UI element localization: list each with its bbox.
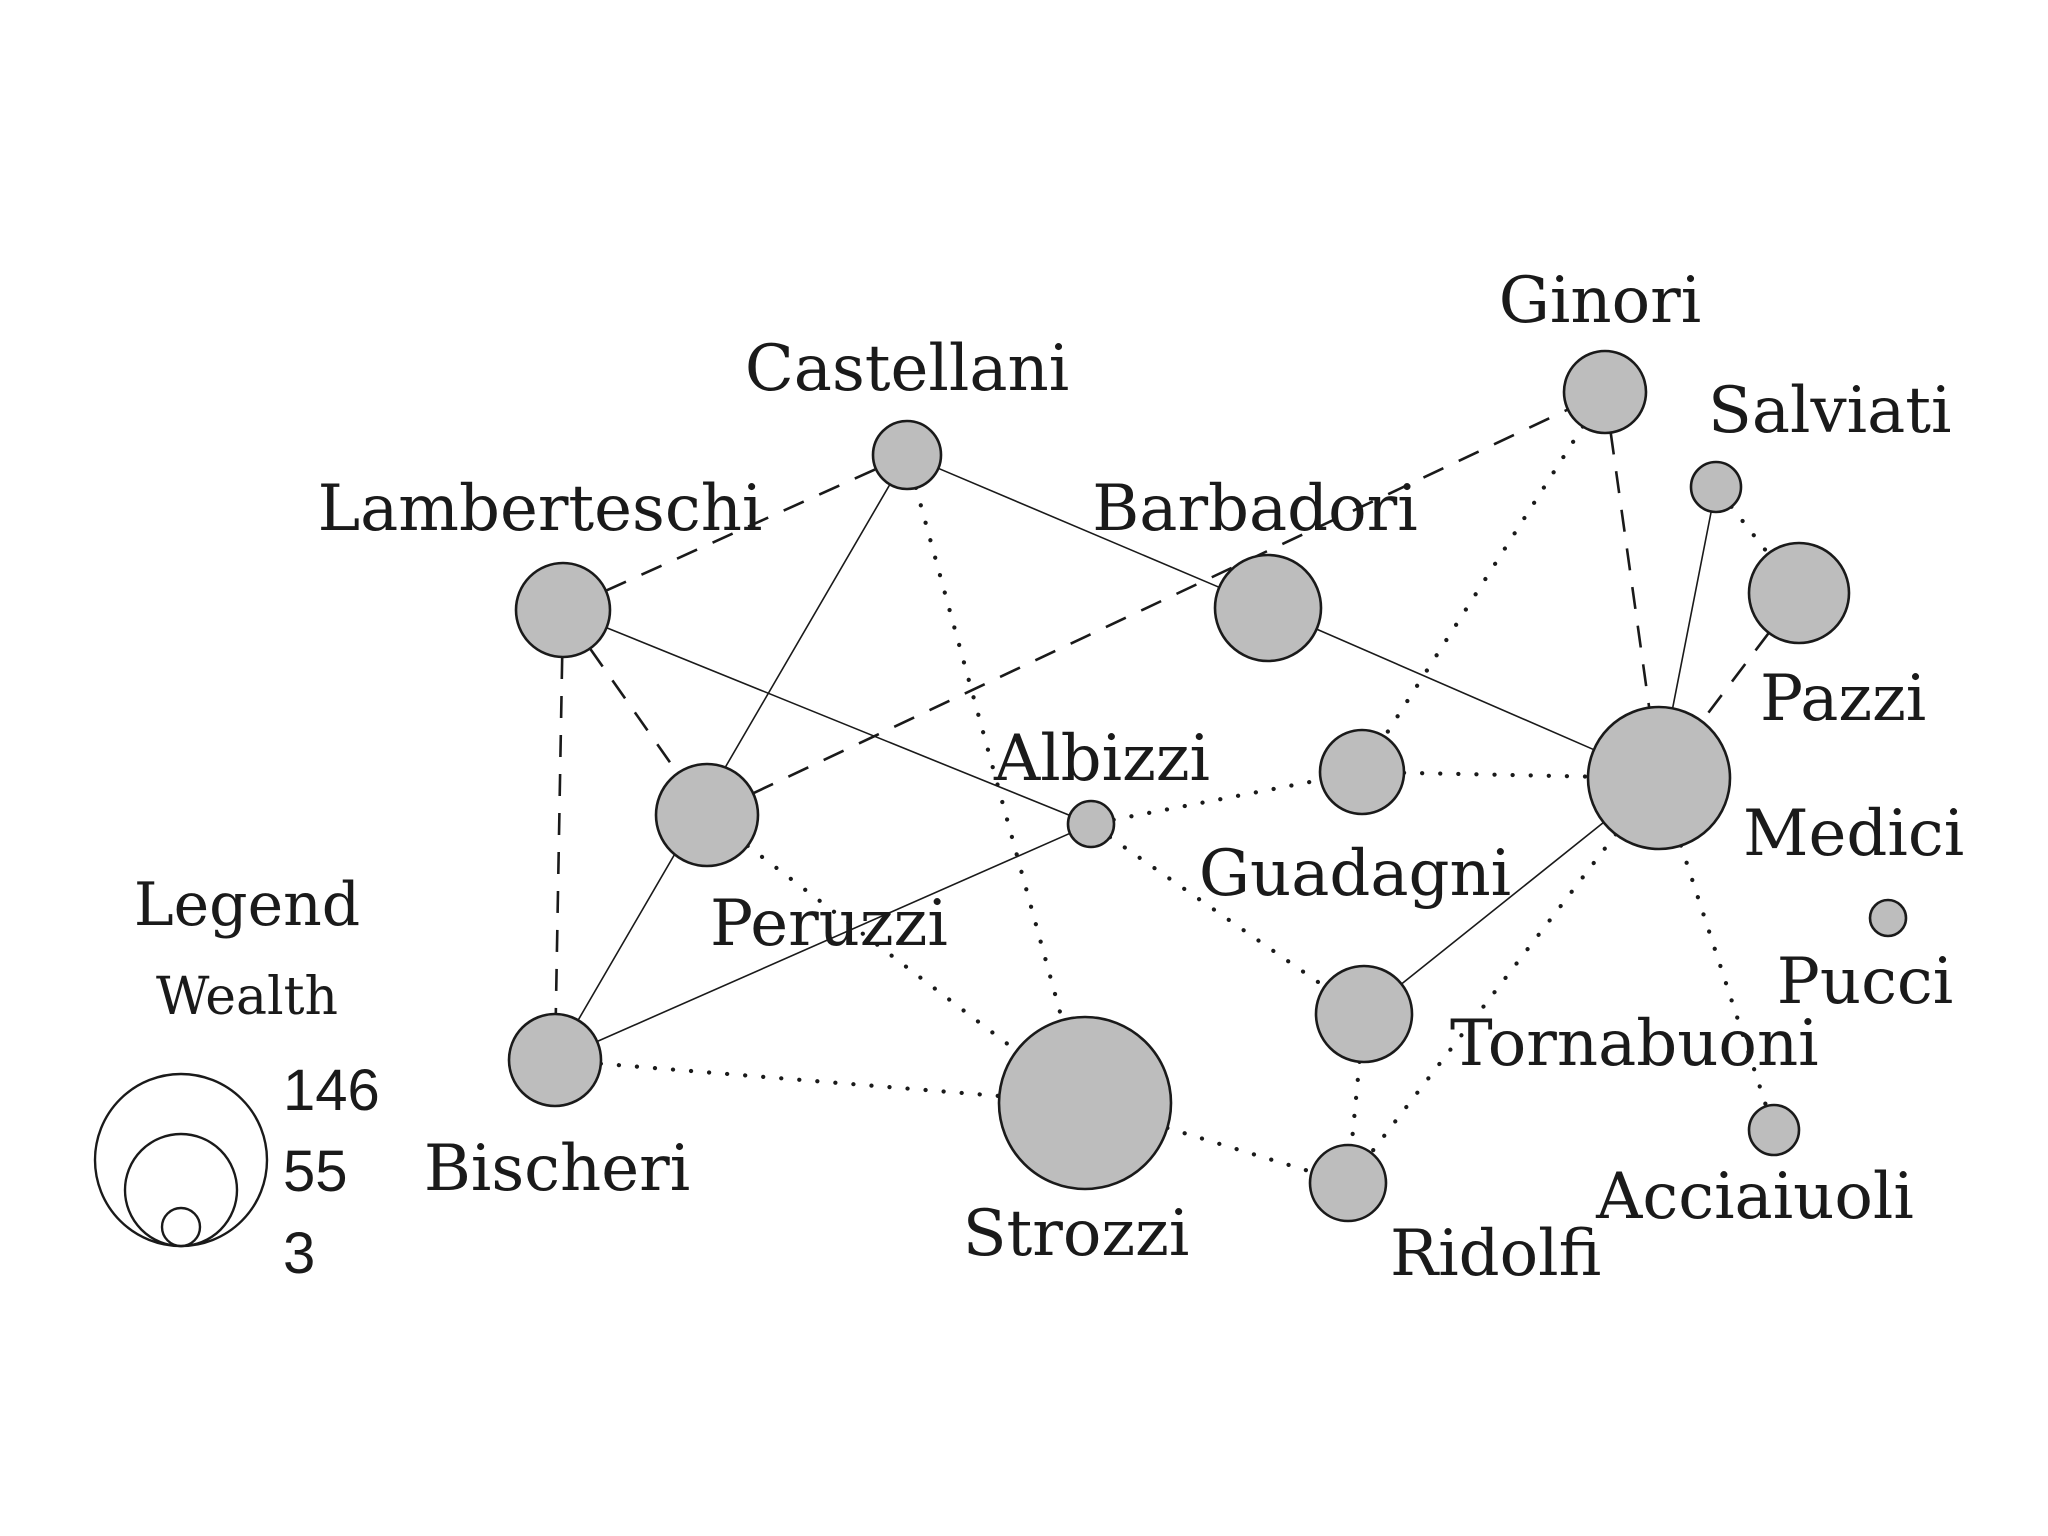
node-albizzi (1066, 799, 1116, 849)
node-label-barbadori: Barbadori (1092, 472, 1417, 546)
edges (554, 408, 1771, 1175)
legend-subtitle: Wealth (156, 967, 338, 1027)
node-ginori (1562, 349, 1648, 435)
node-label-ginori: Ginori (1499, 264, 1701, 338)
edge-bischeri-strozzi (598, 1061, 1002, 1099)
edge-castellani-barbadori (937, 467, 1220, 589)
node-pucci (1868, 898, 1908, 938)
edge-barbadori-medici (1315, 628, 1595, 751)
node-bischeri (507, 1012, 603, 1108)
node-label-strozzi: Strozzi (963, 1197, 1190, 1271)
node-barbadori (1213, 553, 1323, 663)
edge-salviati-medici (1671, 510, 1712, 710)
node-label-albizzi: Albizzi (993, 722, 1210, 796)
edge-albizzi-bischeri (596, 832, 1071, 1043)
edge-ginori-medici (1609, 432, 1651, 708)
node-ridolfi (1308, 1143, 1388, 1223)
node-label-bischeri: Bischeri (424, 1132, 690, 1206)
node-pazzi (1747, 541, 1851, 645)
node-castellani (871, 419, 943, 491)
node-lamberteschi (514, 561, 612, 659)
edge-lamberteschi-castellani (605, 467, 877, 592)
node-medici (1586, 705, 1732, 851)
nodes (507, 349, 1908, 1223)
node-label-medici: Medici (1743, 797, 1964, 871)
edge-guadagni-medici (1401, 770, 1591, 779)
node-strozzi (997, 1015, 1173, 1191)
node-guadagni (1318, 728, 1406, 816)
edge-lamberteschi-bischeri (554, 656, 564, 1015)
node-acciaiuoli (1747, 1103, 1801, 1157)
node-label-peruzzi: Peruzzi (710, 887, 948, 961)
edge-castellani-strozzi (913, 485, 1065, 1023)
node-label-acciaiuoli: Acciaiuoli (1595, 1160, 1914, 1234)
edge-albizzi-tornabuoni (1107, 834, 1327, 989)
node-label-pucci: Pucci (1777, 945, 1953, 1019)
node-label-lamberteschi: Lamberteschi (318, 472, 763, 546)
edge-lamberteschi-albizzi (605, 626, 1071, 817)
node-label-pazzi: Pazzi (1760, 662, 1926, 736)
legend-value-large: 146 (283, 1058, 380, 1123)
legend: Legend Wealth 146 55 3 (93, 870, 380, 1286)
node-salviati (1689, 460, 1743, 514)
edge-salviati-pazzi (1729, 504, 1771, 556)
edge-pazzi-medici (1700, 632, 1770, 723)
edge-tornabuoni-ridolfi (1349, 1059, 1362, 1148)
edge-peruzzi-strozzi (745, 843, 1019, 1054)
edge-medici-ridolfi (1368, 832, 1618, 1156)
edge-castellani-bischeri (577, 483, 891, 1022)
node-tornabuoni (1314, 964, 1414, 1064)
edge-ginori-guadagni (1382, 424, 1586, 739)
node-label-ridolfi: Ridolfi (1390, 1217, 1601, 1291)
edge-strozzi-ridolfi (1165, 1125, 1314, 1175)
node-label-guadagni: Guadagni (1199, 837, 1511, 911)
node-label-tornabuoni: Tornabuoni (1450, 1007, 1819, 1081)
node-label-castellani: Castellani (745, 332, 1069, 406)
edge-albizzi-guadagni (1111, 777, 1323, 822)
edge-medici-tornabuoni (1400, 821, 1605, 985)
node-label-salviati: Salviati (1708, 374, 1951, 448)
legend-circle-small (160, 1206, 202, 1248)
legend-value-small: 3 (283, 1221, 315, 1286)
legend-value-medium: 55 (283, 1139, 348, 1204)
edge-peruzzi-ginori (752, 408, 1569, 795)
edge-lamberteschi-peruzzi (588, 647, 679, 775)
node-peruzzi (654, 762, 760, 868)
legend-title: Legend (134, 870, 360, 940)
